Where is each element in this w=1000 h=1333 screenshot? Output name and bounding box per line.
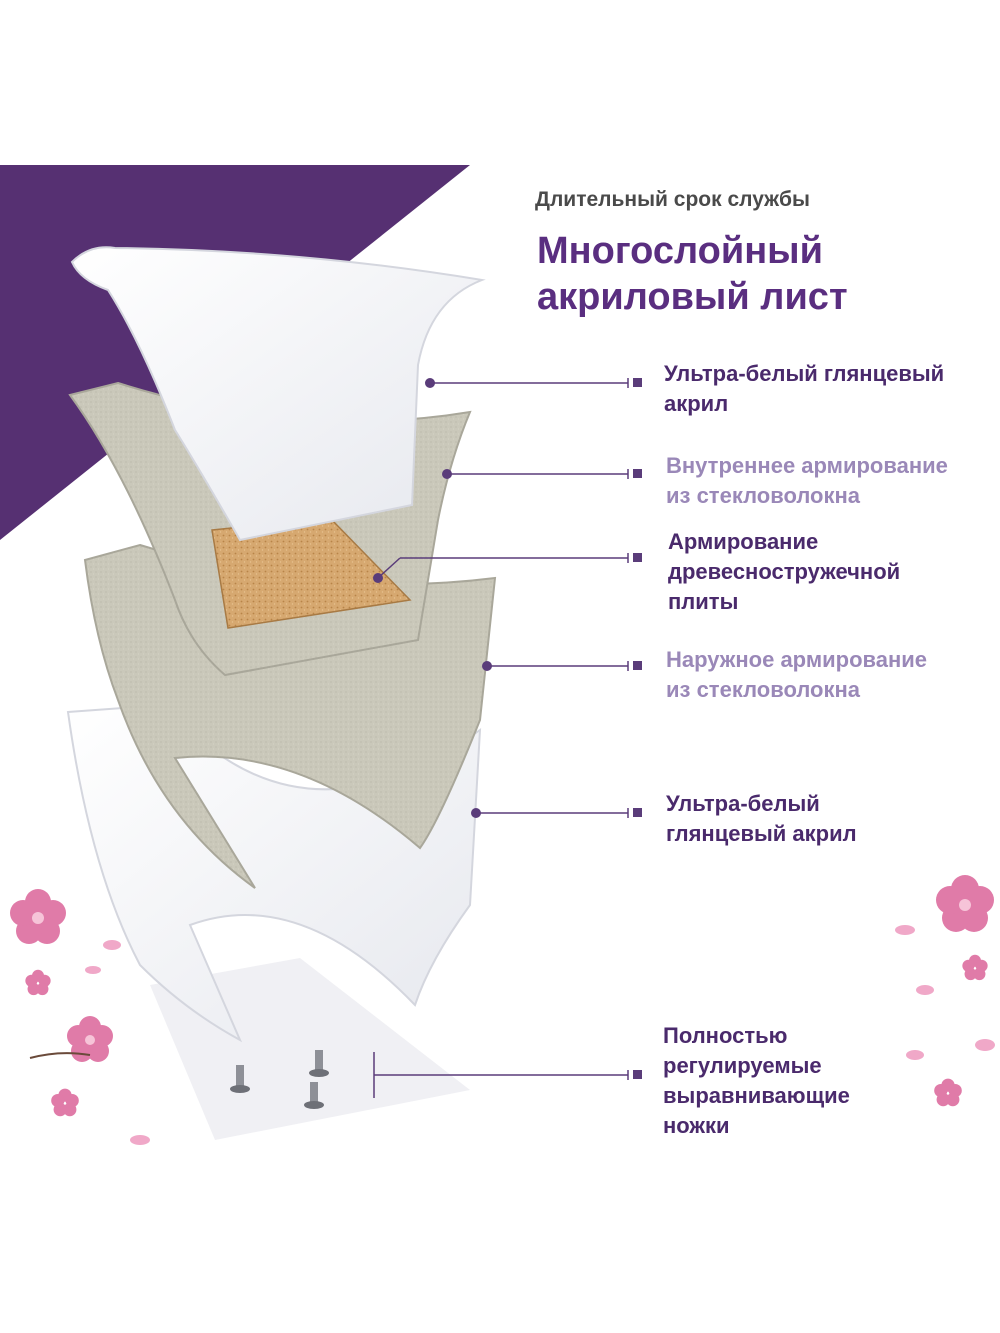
blossom-icon bbox=[51, 1088, 79, 1117]
leveling-foot-icon bbox=[309, 1050, 329, 1077]
leveling-foot-icon bbox=[304, 1082, 324, 1109]
page-title: Многослойный акриловый лист bbox=[537, 230, 848, 318]
layer-label-leveling-feet: Полностью регулируемые выравнивающие нож… bbox=[663, 1023, 850, 1138]
blossom-icon bbox=[934, 1078, 962, 1107]
subtitle: Длительный срок службы bbox=[535, 188, 810, 211]
layer-label-outer-fiberglass: Наружное армирование из стекловолокна bbox=[666, 647, 928, 702]
callout-lines bbox=[373, 378, 642, 1098]
blossom-icon bbox=[10, 889, 66, 944]
leveling-foot-icon bbox=[230, 1065, 250, 1093]
blossom-icon bbox=[936, 875, 994, 932]
layer-label-inner-acrylic: Ультра-белый глянцевый акрил bbox=[664, 361, 945, 416]
inner-acrylic-tub bbox=[70, 246, 486, 542]
layer-label-chipboard: Армирование древесностружечной плиты bbox=[668, 529, 901, 614]
layer-label-inner-fiberglass: Внутреннее армирование из стекловолокна bbox=[666, 453, 948, 508]
layer-label-outer-acrylic: Ультра-белый глянцевый акрил bbox=[666, 791, 857, 846]
blossom-icon bbox=[25, 969, 51, 996]
blossom-icon bbox=[67, 1016, 113, 1062]
blossom-icon bbox=[962, 954, 988, 981]
base-plate bbox=[150, 958, 470, 1140]
